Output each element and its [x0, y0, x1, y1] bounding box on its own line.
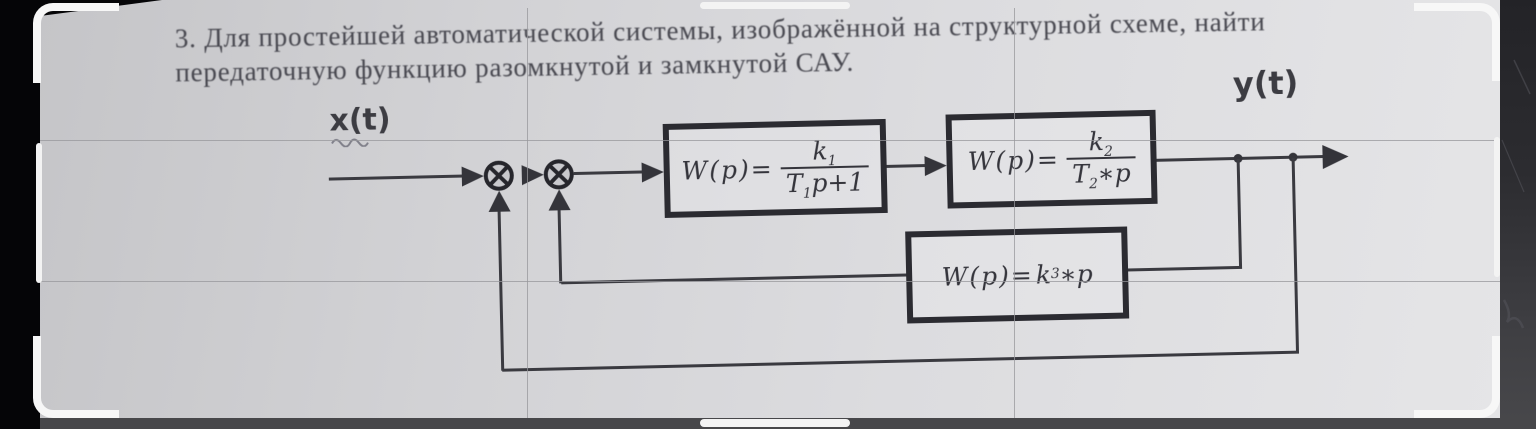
output-signal-label: y(t)	[1232, 63, 1299, 104]
arrowhead-into-block-1	[641, 161, 664, 183]
input-line	[328, 174, 465, 181]
block2-fraction: k2 T2∗p	[1066, 127, 1136, 192]
block2-numerator: k	[1088, 127, 1105, 157]
crop-handle-bottom-edge[interactable]	[700, 419, 850, 427]
inner-feedback-line-left	[561, 273, 907, 285]
block1-w-label: W(p)=	[681, 153, 774, 186]
arrowhead-into-block-2	[924, 155, 947, 177]
summing-junction-2	[542, 158, 575, 191]
line-junction2-to-block1	[573, 170, 644, 176]
arrowhead-up-into-junction-2	[548, 189, 571, 211]
crop-grid-vertical-1	[527, 8, 528, 418]
crop-handle-top-edge[interactable]	[700, 2, 850, 9]
inner-feedback-rise-line	[557, 209, 563, 284]
input-signal-label: x(t)	[329, 102, 392, 139]
block1-fraction: k1 T1p+1	[780, 137, 870, 201]
block3-expression: k	[1035, 259, 1052, 290]
inner-feedback-line-right	[1128, 265, 1242, 272]
arrowhead-up-into-junction-1	[488, 190, 511, 212]
block3-w-label: W(p)=	[941, 260, 1035, 292]
outer-feedback-drop-line	[1291, 157, 1300, 354]
arrowhead-into-junction-1	[461, 166, 485, 187]
block3-expression-tail: ∗p	[1059, 258, 1094, 289]
inner-feedback-drop-line	[1236, 158, 1243, 269]
handwriting-marks-icon	[1501, 59, 1531, 329]
crop-handle-bottom-right[interactable]	[1414, 336, 1500, 418]
block2-denominator-tail: ∗p	[1097, 157, 1132, 188]
transfer-block-2: W(p)= k2 T2∗p	[945, 109, 1158, 209]
crop-handle-top-left[interactable]	[33, 3, 119, 83]
block-diagram: x(t) y(t) W(p)= k1 T1p+1	[316, 48, 1363, 402]
crop-handle-left-edge[interactable]	[36, 143, 42, 283]
block1-denominator-tail: p+1	[811, 166, 865, 198]
summing-junction-1	[482, 159, 515, 192]
backdrop-right	[1500, 0, 1536, 429]
crop-grid-vertical-2	[1014, 8, 1015, 418]
crop-handle-bottom-left[interactable]	[33, 336, 119, 418]
photo-paper[interactable]	[40, 0, 1500, 418]
outer-feedback-rise-line	[497, 210, 505, 371]
underline-squiggle-icon	[331, 138, 369, 148]
block2-denominator: T	[1071, 158, 1090, 189]
crop-grid-horizontal-2	[40, 281, 1500, 282]
transfer-block-1: W(p)= k1 T1p+1	[662, 118, 888, 218]
line-block1-to-block2	[886, 164, 927, 168]
arrowhead-into-junction-2	[521, 164, 545, 186]
crop-handle-right-edge[interactable]	[1494, 137, 1500, 277]
block1-denominator: T	[785, 168, 803, 198]
output-arrowhead	[1322, 144, 1349, 170]
block2-denominator-sub: 2	[1088, 175, 1099, 192]
crop-grid-horizontal-1	[40, 140, 1500, 141]
outer-feedback-line	[502, 350, 1300, 372]
crop-handle-top-right[interactable]	[1414, 3, 1500, 81]
